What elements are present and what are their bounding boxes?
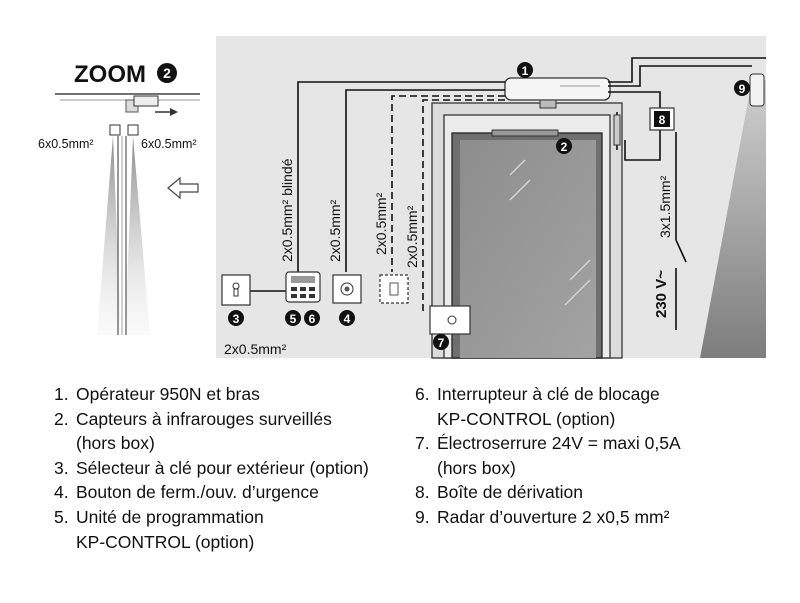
radar (700, 73, 766, 358)
programming-unit (285, 271, 321, 303)
marker-6: 6 (304, 310, 320, 326)
marker-9: 9 (734, 80, 750, 96)
wire-label-mains: 3x1.5mm² (657, 175, 673, 238)
legend-item: 4.Bouton de ferm./ouv. d’urgence (54, 482, 319, 503)
svg-text:1: 1 (522, 64, 529, 78)
zoom-marker-2: 2 (157, 63, 177, 83)
zoom-title: ZOOM (74, 61, 146, 88)
marker-7: 7 (433, 334, 449, 350)
zoom-wire-right: 6x0.5mm² (141, 137, 197, 151)
svg-text:2: 2 (163, 65, 171, 81)
electric-lock (429, 305, 471, 335)
marker-3: 3 (228, 310, 244, 326)
legend-item: 6.Interrupteur à clé de blocage KP-CONTR… (415, 384, 660, 429)
svg-text:3: 3 (233, 312, 240, 326)
marker-4: 4 (339, 310, 355, 326)
key-switch-dashed (379, 274, 409, 304)
legend-left: 1.Opérateur 950N et bras 2.Capteurs à in… (54, 382, 409, 554)
voltage-label: 230 V~ (653, 270, 670, 318)
marker-1: 1 (517, 62, 533, 78)
legend-item: 3.Sélecteur à clé pour extérieur (option… (54, 457, 369, 478)
wiring-diagram: ZOOM 2 6x0.5mm² 6x0.5mm² (38, 36, 766, 359)
legend-right: 6.Interrupteur à clé de blocage KP-CONTR… (415, 382, 785, 530)
marker-5: 5 (285, 310, 301, 326)
svg-text:5: 5 (290, 312, 297, 326)
wire-label-bottom: 2x0.5mm² (224, 341, 287, 357)
operator (504, 77, 611, 109)
wire-label-dash2: 2x0.5mm² (404, 205, 420, 268)
arrow-left-icon (167, 176, 199, 200)
installation-panel: 2x0.5mm² blindé 2x0.5mm² 2x0.5mm² 2x0.5m… (216, 36, 766, 359)
legend-item: 8.Boîte de dérivation (415, 482, 583, 503)
svg-text:6: 6 (309, 312, 316, 326)
svg-text:8: 8 (659, 113, 666, 127)
wire-label-dash1: 2x0.5mm² (373, 192, 389, 255)
key-selector (221, 274, 251, 306)
svg-text:9: 9 (739, 82, 746, 96)
emergency-button (332, 274, 362, 304)
zoom-wire-left: 6x0.5mm² (38, 137, 94, 151)
marker-2: 2 (556, 138, 572, 154)
legend-item: 1.Opérateur 950N et bras (54, 384, 260, 404)
svg-text:7: 7 (438, 336, 445, 350)
legend-item: 5.Unité de programmation KP-CONTROL (opt… (54, 506, 264, 552)
svg-text:2: 2 (561, 140, 568, 154)
legend-item: 9.Radar d’ouverture 2 x0,5 mm² (415, 506, 670, 527)
marker-8: 8 (654, 111, 670, 127)
zoom-inset: ZOOM 2 6x0.5mm² 6x0.5mm² (38, 61, 200, 335)
wire-label-4: 2x0.5mm² (327, 199, 343, 262)
wire-label-blinde: 2x0.5mm² blindé (279, 158, 295, 262)
legend-item: 7.Électroserrure 24V = maxi 0,5A (hors b… (415, 433, 681, 478)
door-leaf (451, 132, 603, 359)
legend-item: 2.Capteurs à infrarouges surveillés (hor… (54, 408, 332, 454)
svg-text:4: 4 (344, 312, 351, 326)
